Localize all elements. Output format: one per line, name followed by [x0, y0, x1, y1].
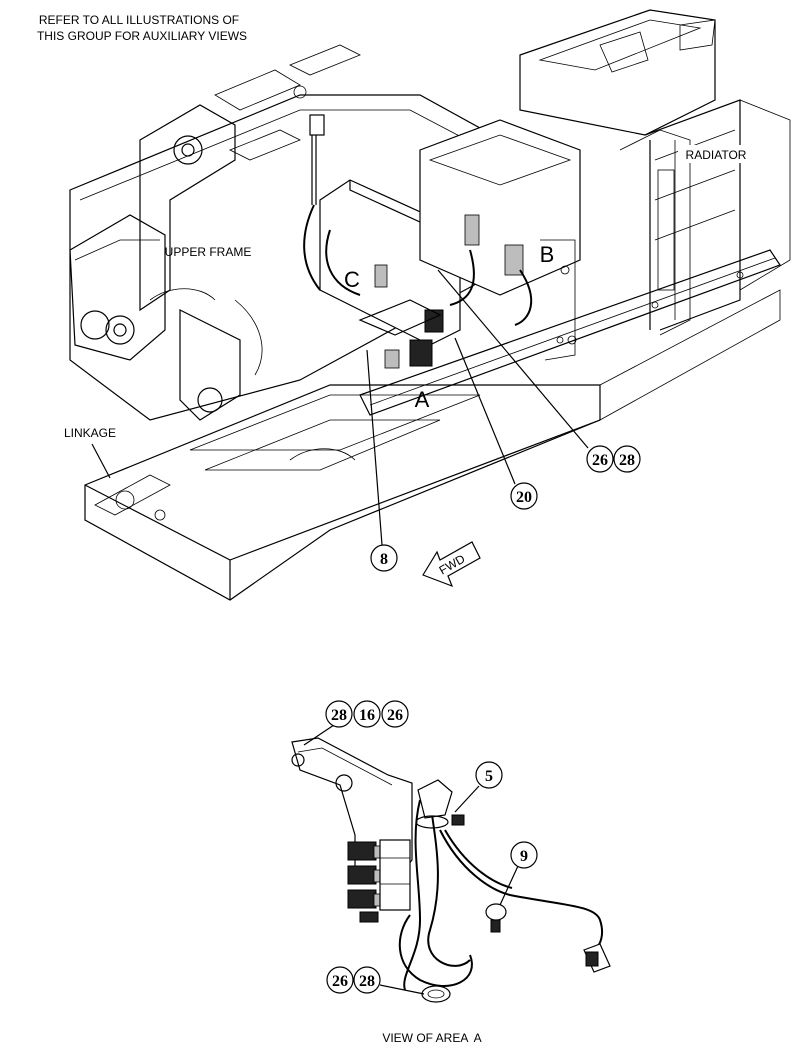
view-caption: VIEW OF AREA A: [382, 1031, 481, 1045]
area-letter-a: A: [415, 387, 430, 412]
callout-20: 20: [516, 489, 532, 506]
refer-note-line2: THIS GROUP FOR AUXILIARY VIEWS: [37, 29, 247, 43]
callout-leader-26-28: [437, 269, 589, 449]
callout-circle-28: [613, 445, 641, 473]
callout-8: 8: [380, 551, 388, 568]
electrical-box: [319, 119, 581, 369]
area-letter-b: B: [540, 242, 555, 267]
callout-leader-9: [499, 865, 519, 906]
callout-28-bottom: 28: [359, 973, 375, 990]
callout-9: 9: [520, 848, 528, 865]
callout-group-8: 8: [366, 349, 398, 572]
callout-group-26-28-bottom: 26 28: [326, 966, 425, 995]
refer-note-line1: REFER TO ALL ILLUSTRATIONS OF: [39, 13, 239, 27]
radiator-label-bg: [678, 145, 754, 163]
callout-16: 16: [359, 707, 375, 724]
callout-group-9: 9: [499, 841, 538, 906]
callout-group-5: 5: [454, 761, 503, 813]
callout-26: 26: [592, 452, 608, 469]
callout-28-top: 28: [331, 707, 347, 724]
callout-circle-9: [510, 841, 538, 869]
radiator-label: RADIATOR: [686, 148, 747, 162]
callout-5: 5: [485, 768, 493, 785]
cable-mast: [303, 114, 325, 291]
callout-26-bottom: 26: [332, 973, 348, 990]
callout-circle-16: [353, 700, 381, 728]
fwd-arrow: FWD: [422, 541, 481, 588]
callout-circle-26: [586, 445, 614, 473]
callout-leader-5: [454, 785, 480, 813]
callout-circle-8: [370, 544, 398, 572]
callout-group-20: 20: [454, 337, 538, 510]
callout-leader-20: [454, 337, 516, 485]
linkage-label: LINKAGE: [64, 426, 116, 440]
callout-leader-26-28-bottom: [379, 984, 425, 995]
callout-28: 28: [619, 452, 635, 469]
callout-26-top: 26: [387, 707, 403, 724]
callout-group-28-16-26: 28 16 26: [303, 700, 409, 746]
linkage-leader: [91, 443, 111, 479]
linkage-frame: [84, 289, 781, 601]
radiator-enclosure: [519, 9, 791, 336]
area-a-detail: [291, 737, 611, 1003]
callout-circle-26-top: [381, 700, 409, 728]
callout-circle-20: [510, 482, 538, 510]
callout-leader-8: [366, 349, 383, 546]
callout-circle-28-top: [325, 700, 353, 728]
area-letter-c: C: [344, 267, 360, 292]
callout-circle-28-bottom: [353, 966, 381, 994]
callout-circle-26-bottom: [326, 966, 354, 994]
upper-frame-label: UPPER FRAME: [165, 245, 252, 259]
callout-group-26-28: 26 28: [437, 269, 641, 473]
callout-leader-28-16-26: [303, 724, 335, 746]
callout-circle-5: [475, 761, 503, 789]
